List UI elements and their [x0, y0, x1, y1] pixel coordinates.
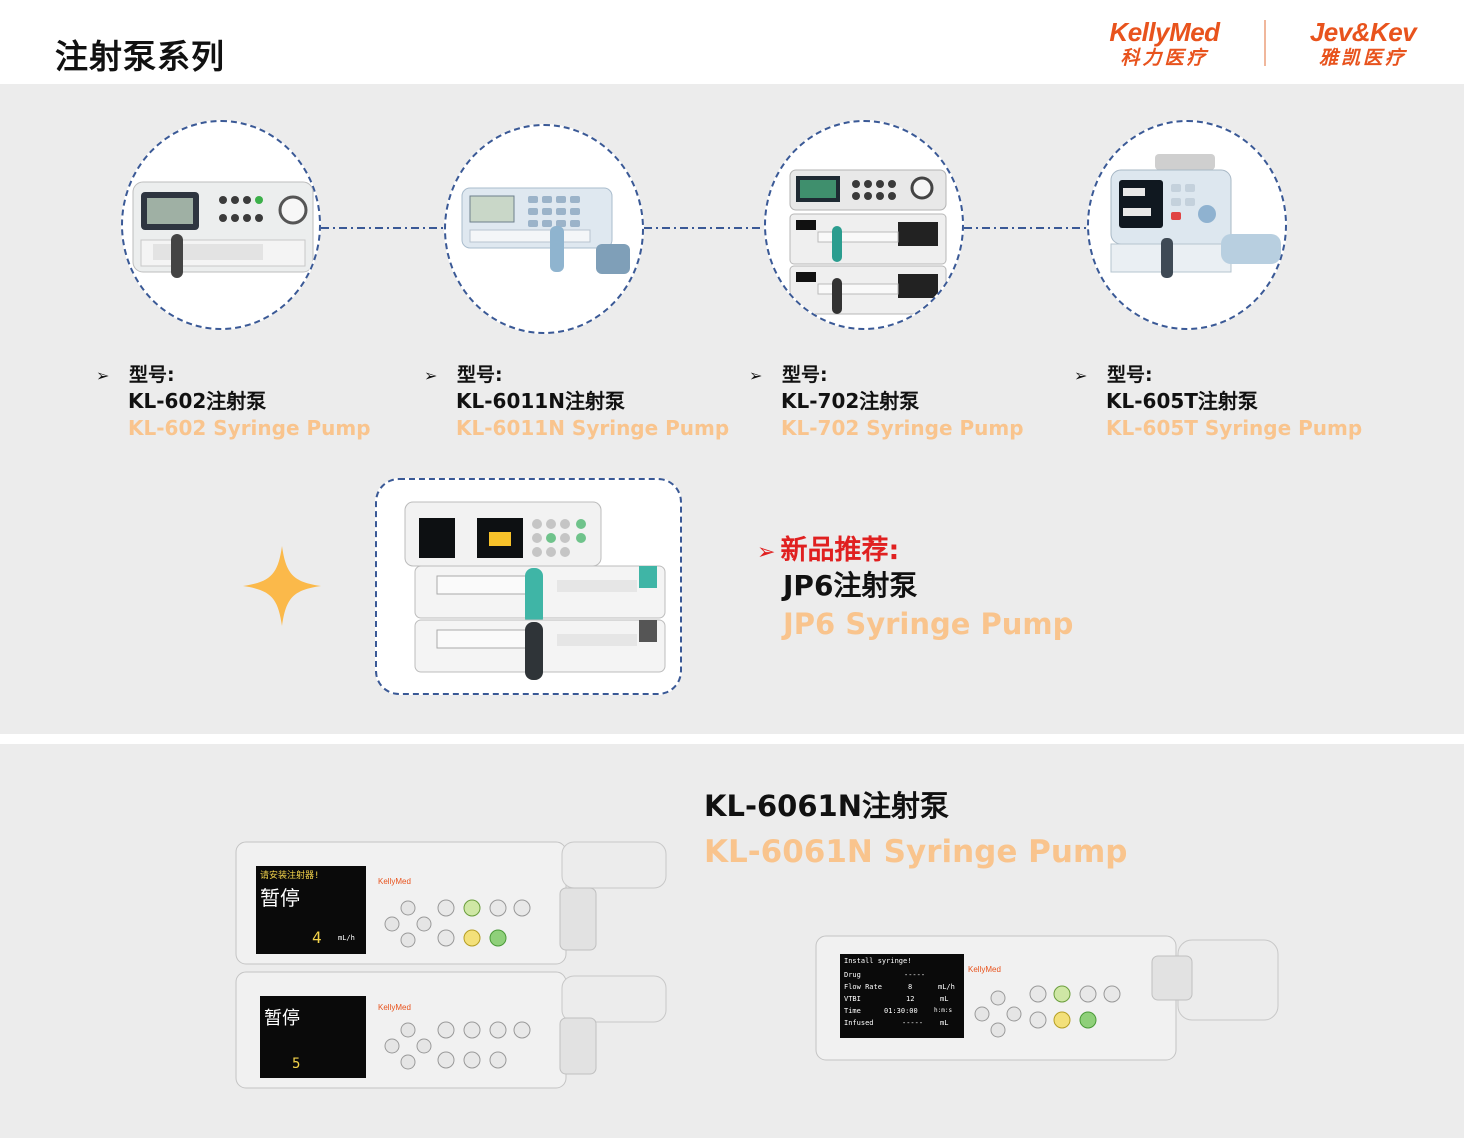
screen-row-value: 8	[908, 983, 913, 991]
product-image-kl602	[121, 120, 321, 330]
screen-row-value: 01:30:00	[884, 1007, 918, 1015]
screen-row-unit: mL	[940, 995, 949, 1003]
featured-model-en: KL-6061N Syringe Pump	[704, 834, 1128, 870]
brand-label: KellyMed	[378, 1003, 411, 1012]
connector-lines	[321, 227, 1087, 229]
screen-row-key: Flow Rate	[844, 983, 882, 991]
screen-row-unit: mL	[940, 1019, 949, 1027]
pump-screen-bottom: 暂停 5	[260, 996, 366, 1078]
model-label: 型号:	[457, 364, 503, 386]
pump-image-single: KellyMed Install syringe! Drug ----- Flo…	[812, 932, 1282, 1072]
screen-row-key: Infused	[844, 1019, 874, 1027]
bullet-arrow-icon: ➢	[424, 366, 438, 385]
kellymed-logo-cn: 科力医疗	[1120, 47, 1209, 69]
model-name-cn: KL-602注射泵	[128, 389, 267, 413]
product-image-kl6011n	[444, 124, 644, 334]
pump-image-stacked-top: KellyMed 请安装注射器! 暂停 4 mL/h	[232, 838, 672, 972]
screen-row-unit: h:m:s	[934, 1007, 953, 1014]
model-label: 型号:	[1107, 364, 1153, 386]
sparkle-star-icon	[243, 546, 321, 626]
new-product-model-cn: JP6注射泵	[783, 569, 918, 602]
kellymed-logo-en: KellyMed	[1109, 17, 1220, 47]
screen-row-unit: mL/h	[938, 983, 955, 991]
product-caption-kl602: ➢ 型号: KL-602注射泵 KL-602 Syringe Pump	[96, 362, 371, 442]
jevkev-logo: Jev&Kev 雅凯医疗	[1287, 18, 1439, 70]
product-image-kl605t	[1087, 120, 1287, 330]
screen-header: 请安装注射器!	[260, 871, 320, 881]
product-caption-kl605t: ➢ 型号: KL-605T注射泵 KL-605T Syringe Pump	[1074, 362, 1362, 442]
model-name-cn: KL-605T注射泵	[1106, 389, 1258, 413]
screen-row-value: 12	[906, 995, 915, 1003]
model-name-cn: KL-6011N注射泵	[456, 389, 625, 413]
logo-divider	[1264, 20, 1266, 66]
model-label: 型号:	[782, 364, 828, 386]
bullet-arrow-icon: ➢	[749, 366, 763, 385]
model-name-en: KL-605T Syringe Pump	[1106, 416, 1363, 440]
featured-model-cn: KL-6061N注射泵	[704, 789, 949, 823]
model-name-en: KL-602 Syringe Pump	[128, 416, 371, 440]
model-name-en: KL-702 Syringe Pump	[781, 416, 1024, 440]
new-product-callout: ➢ 新品推荐: JP6注射泵 JP6 Syringe Pump	[757, 528, 1073, 643]
product-image-kl702	[764, 120, 964, 330]
product-caption-kl6011n: ➢ 型号: KL-6011N注射泵 KL-6011N Syringe Pump	[424, 362, 729, 442]
product-caption-kl702: ➢ 型号: KL-702注射泵 KL-702 Syringe Pump	[749, 362, 1024, 442]
kellymed-logo: KellyMed 科力医疗	[1087, 18, 1242, 70]
brand-label: KellyMed	[378, 877, 411, 886]
screen-row-key: Drug	[844, 971, 861, 979]
new-product-label: 新品推荐:	[780, 535, 900, 566]
screen-status: 暂停	[260, 886, 300, 910]
bullet-arrow-icon: ➢	[757, 540, 776, 565]
bullet-arrow-icon: ➢	[96, 366, 110, 385]
product-image-jp6	[375, 478, 682, 695]
screen-status: 暂停	[264, 1008, 300, 1029]
screen-row-key: Time	[844, 1007, 861, 1015]
bullet-arrow-icon: ➢	[1074, 366, 1088, 385]
jevkev-logo-en: Jev&Kev	[1309, 17, 1417, 47]
new-product-model-en: JP6 Syringe Pump	[783, 607, 1074, 641]
screen-header: Install syringe!	[844, 957, 912, 965]
model-name-cn: KL-702注射泵	[781, 389, 920, 413]
pump-screen-single: Install syringe! Drug ----- Flow Rate 8 …	[840, 954, 964, 1038]
screen-rate: 5	[292, 1056, 301, 1072]
page-title: 注射泵系列	[55, 37, 225, 76]
brand-label: KellyMed	[968, 965, 1001, 974]
screen-unit: mL/h	[338, 934, 355, 942]
jevkev-logo-cn: 雅凯医疗	[1318, 47, 1407, 69]
screen-row-key: VTBI	[844, 995, 861, 1003]
screen-row-value: -----	[902, 1019, 924, 1027]
screen-row-value: -----	[904, 971, 926, 979]
pump-screen-top: 请安装注射器! 暂停 4 mL/h	[256, 866, 366, 954]
model-name-en: KL-6011N Syringe Pump	[456, 416, 730, 440]
featured-model-title: KL-6061N注射泵 KL-6061N Syringe Pump	[704, 784, 1127, 876]
screen-rate: 4	[312, 928, 322, 947]
model-label: 型号:	[129, 364, 175, 386]
pump-image-stacked-bottom: KellyMed 暂停 5	[232, 968, 672, 1098]
